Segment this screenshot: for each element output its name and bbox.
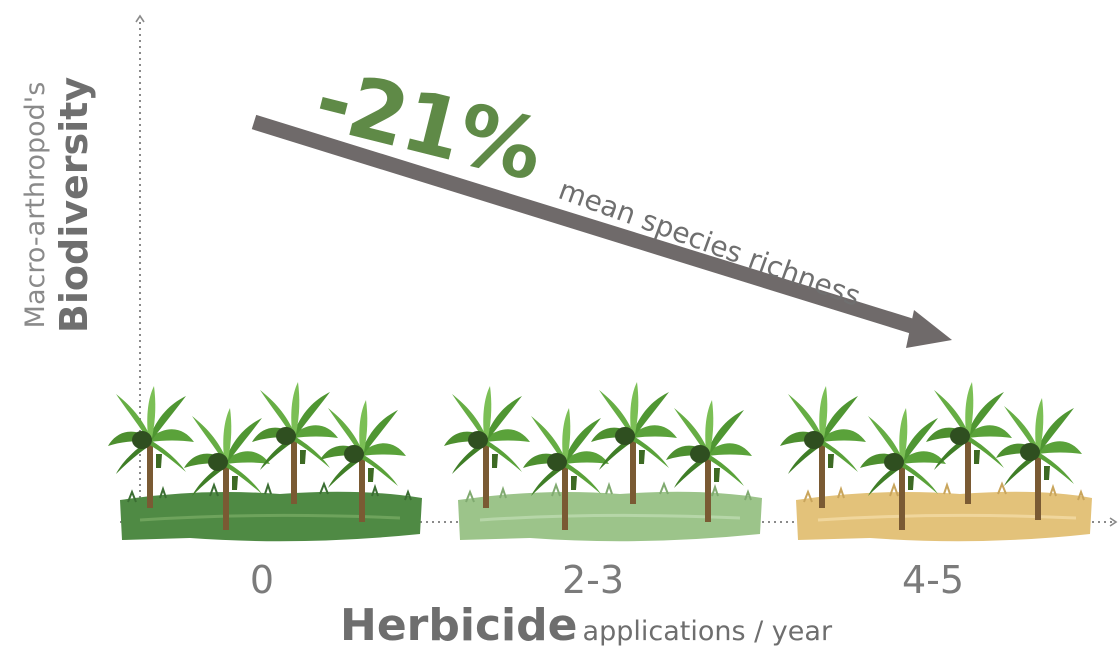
y-axis-label-top: Macro-arthropod's <box>20 81 51 329</box>
category-label-4-5: 4-5 <box>901 558 965 602</box>
x-axis-title-main: Herbicide <box>340 600 578 651</box>
x-axis-title: Herbicide applications / year <box>340 600 832 651</box>
y-axis-label: Macro-arthropod's Biodiversity <box>18 0 118 415</box>
plot-high <box>780 382 1092 542</box>
category-label-0: 0 <box>249 558 275 602</box>
category-label-2-3: 2-3 <box>561 558 625 602</box>
trend-arrow <box>251 114 952 348</box>
plot-moderate <box>444 382 762 542</box>
x-axis-title-unit: applications / year <box>582 616 833 647</box>
y-axis-label-main: Biodiversity <box>52 76 96 334</box>
plot-untreated <box>108 382 422 542</box>
